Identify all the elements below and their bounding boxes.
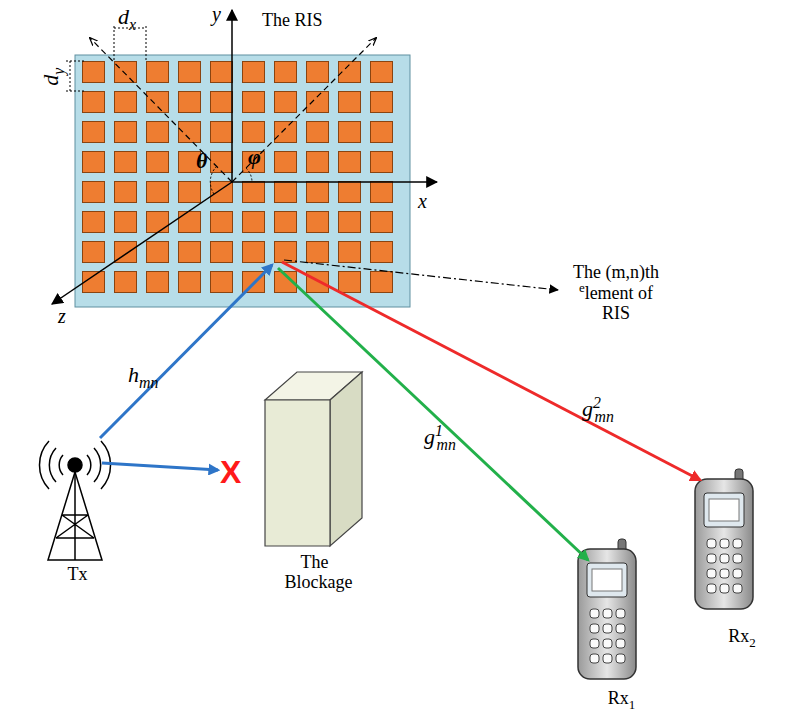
device-node: Rx2 [682,465,782,647]
annotation-label: X [220,454,241,491]
spacing-bracket [66,26,146,91]
node-label: Tx [68,564,88,585]
angle-arc [246,168,252,182]
node-label: The RIS [262,10,323,31]
annotation-label: dy [38,68,63,86]
node-label: Rx1 [608,688,636,709]
device-node: The Blockage [262,365,367,593]
z-axis [52,182,232,304]
annotation-label: dx [118,4,136,29]
angle-arc [210,166,217,194]
y-axis [231,10,233,182]
node-label: Rx2 [728,626,756,647]
annotation-label: y [212,3,221,26]
ris-elements [82,61,402,301]
direction-line [90,38,232,182]
signal-path [278,268,588,560]
channel-label: g1mn [424,424,456,449]
tx-antenna [39,441,110,560]
channel-label: g2mn [582,396,614,421]
device-node: Rx1 [562,535,657,709]
annotation-label: φ [248,144,261,169]
annotation-label: θ [196,148,207,173]
direction-line [232,38,376,182]
annotation-label: The (m,n)th element of RIS [566,262,666,324]
blockage-box [265,372,362,546]
x-axis [232,181,437,183]
node-label: The Blockage [285,552,345,593]
ris-node: The RIS [75,55,410,307]
signal-path [102,463,218,470]
ris-panel [75,55,410,307]
signal-path [100,265,272,438]
rx-phone [695,469,753,609]
annotation-label: x [418,190,427,213]
signal-path [282,262,700,480]
channel-label: hmn [128,362,158,387]
annotation-label: z [58,305,66,328]
device-node: Tx [30,425,125,585]
